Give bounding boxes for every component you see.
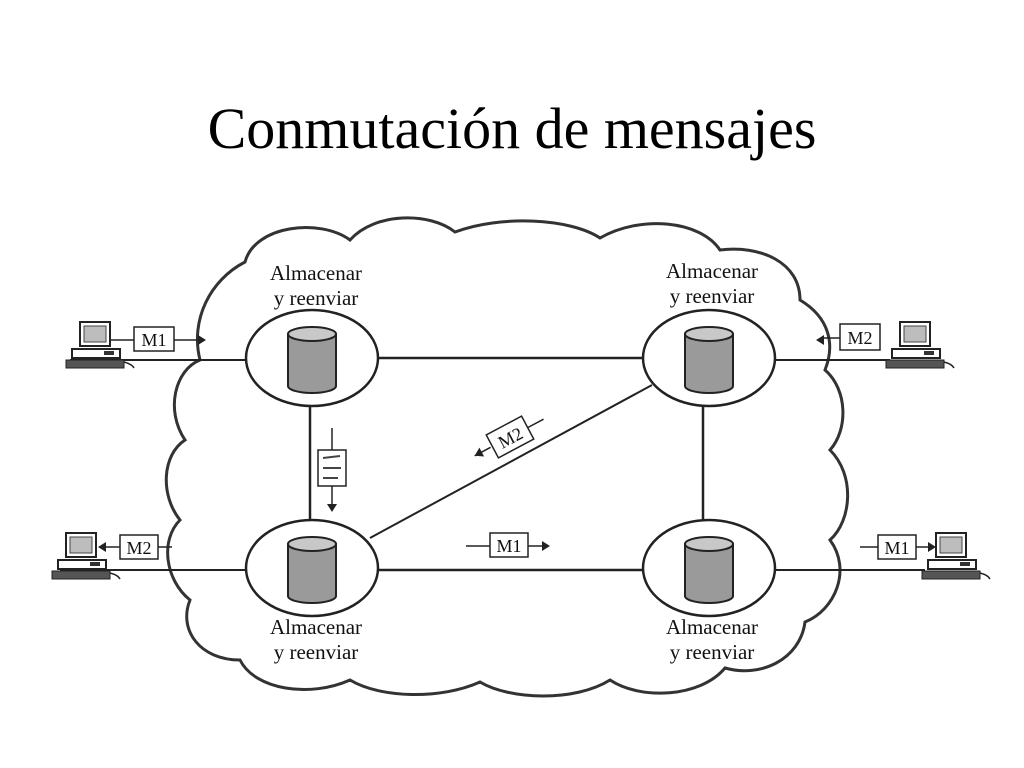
computer-top-left-icon — [65, 321, 135, 369]
node-top-left-label-1: Almacenar — [270, 261, 362, 285]
node-bottom-left — [244, 518, 380, 618]
computer-bottom-right-icon — [921, 532, 991, 580]
node-top-right — [641, 308, 777, 408]
node-bottom-left-label-2: y reenviar — [274, 640, 359, 664]
computer-bottom-left-icon — [51, 532, 121, 580]
message-out-left-label: M2 — [126, 538, 151, 558]
message-vertical — [317, 428, 347, 512]
message-bottom-link-label: M1 — [496, 536, 521, 556]
message-diagonal: M2 — [474, 415, 544, 459]
message-in-right-label: M2 — [847, 328, 872, 348]
node-bottom-right — [641, 518, 777, 618]
message-in-left: M1 — [111, 326, 206, 352]
link-diagonal — [369, 384, 653, 539]
node-top-right-label-1: Almacenar — [666, 259, 758, 283]
node-bottom-right-label-1: Almacenar — [666, 615, 758, 639]
arrow-right-icon — [542, 541, 550, 551]
arrow-left-icon — [98, 542, 106, 552]
page-title: Conmutación de mensajes — [207, 96, 817, 161]
arrow-down-icon — [327, 504, 337, 512]
node-top-left — [244, 308, 380, 408]
computer-top-right-icon — [885, 321, 955, 369]
message-in-right: M2 — [816, 323, 881, 351]
node-bottom-right-label-2: y reenviar — [670, 640, 755, 664]
arrow-right-icon — [198, 335, 206, 345]
node-bottom-left-label-1: Almacenar — [270, 615, 362, 639]
arrow-left-icon — [474, 447, 485, 457]
node-top-right-label-2: y reenviar — [670, 284, 755, 308]
message-out-right: M1 — [860, 534, 936, 560]
message-bottom-link: M1 — [466, 532, 550, 558]
message-in-left-label: M1 — [141, 330, 166, 350]
node-top-left-label-2: y reenviar — [274, 286, 359, 310]
arrow-right-icon — [928, 542, 936, 552]
message-out-left: M2 — [98, 534, 172, 560]
message-out-right-label: M1 — [884, 538, 909, 558]
